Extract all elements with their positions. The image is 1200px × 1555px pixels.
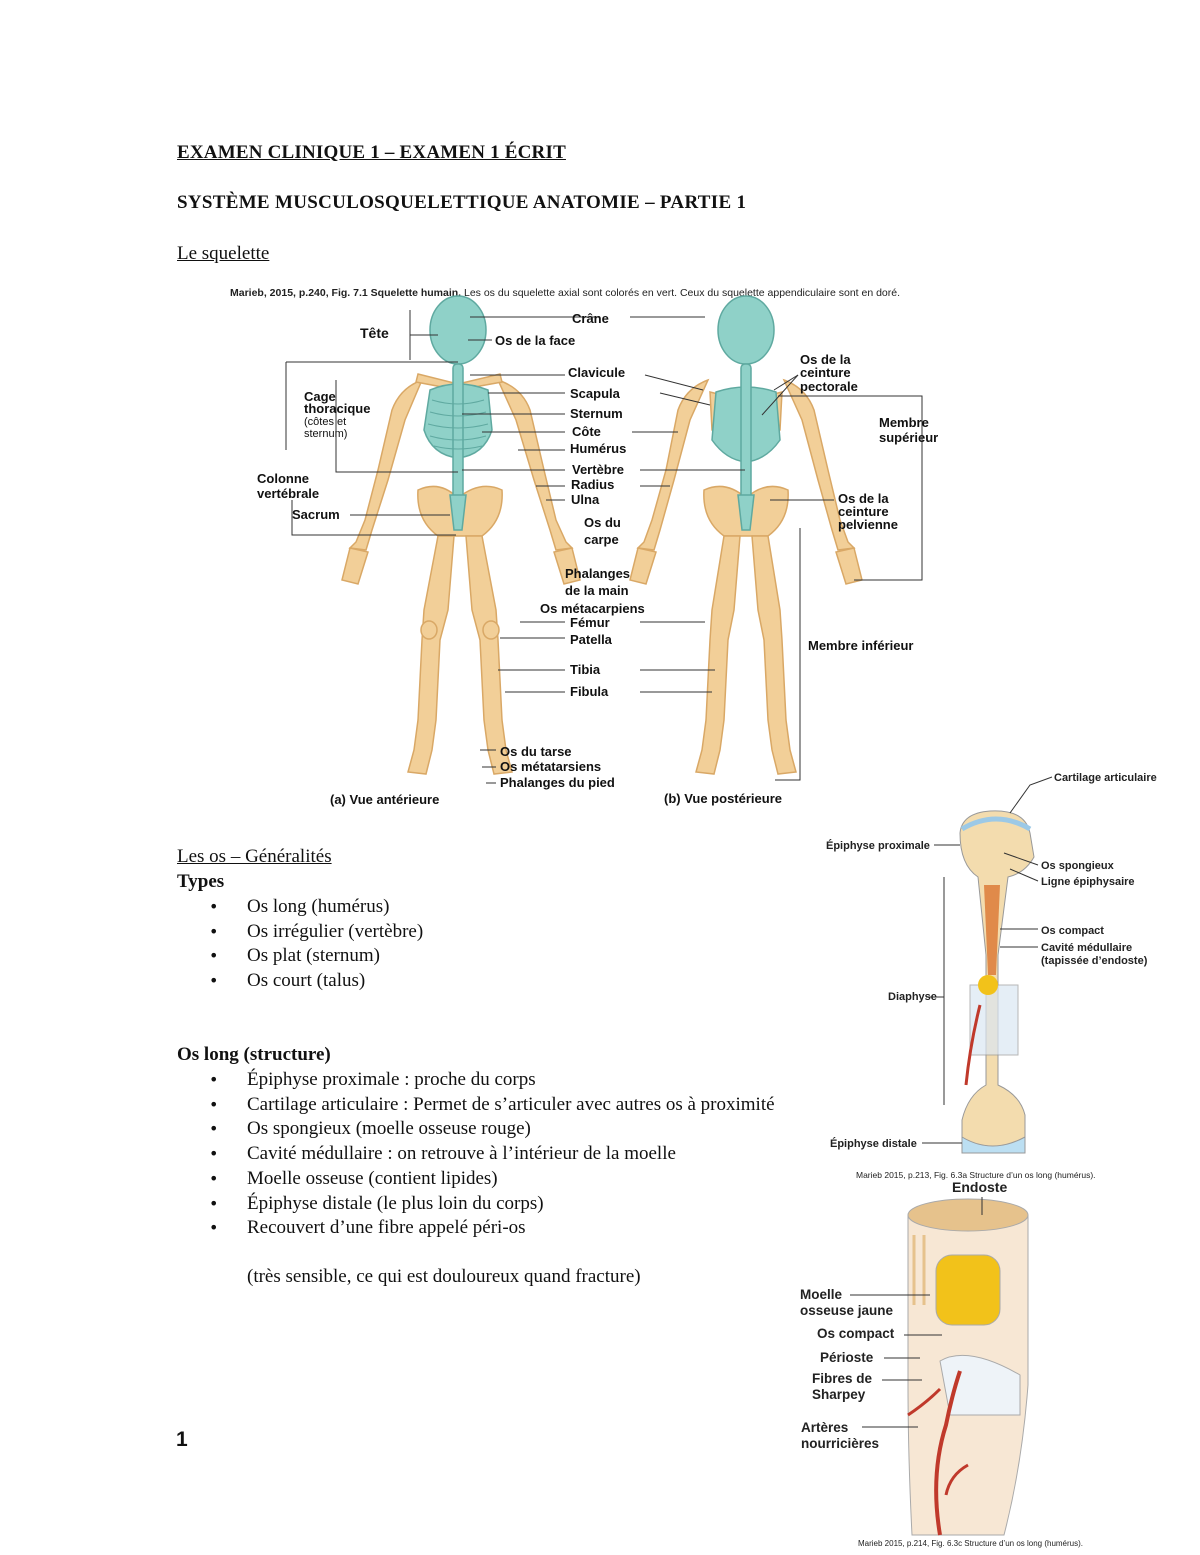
label-phalanges-main-1: Phalanges [565,566,630,581]
structure-note: (très sensible, ce qui est douloureux qu… [247,1266,641,1287]
anterior-skeleton [341,295,581,775]
label-diaphyse: Diaphyse [888,991,937,1003]
label-arteres-1: Artères [801,1420,848,1435]
list-item: Cavité médullaire : on retrouve à l’inté… [177,1142,808,1167]
label-ceinture-pelv-2: ceinture [838,504,889,519]
label-epiphyse-dist: Épiphyse distale [830,1137,917,1150]
label-fibula: Fibula [570,684,609,699]
view-b-label: (b) Vue postérieure [664,791,782,806]
long-bone-figure: Cartilage articulaire Épiphyse proximale… [826,772,1157,1180]
label-vertebre: Vertèbre [572,462,624,477]
label-phalanges-pied: Phalanges du pied [500,775,615,790]
document-title: EXAMEN CLINIQUE 1 – EXAMEN 1 ÉCRIT [177,142,566,163]
document-subtitle: SYSTÈME MUSCULOSQUELETTIQUE ANATOMIE – P… [177,192,747,213]
posterior-skeleton [629,295,863,775]
label-cage-3: (côtes et [304,416,346,428]
list-item: Os spongieux (moelle osseuse rouge) [177,1117,808,1142]
list-item: Os plat (sternum) [177,944,423,969]
label-ceinture-pect-3: pectorale [800,379,858,394]
label-ulna: Ulna [571,492,600,507]
label-metatarsiens: Os métatarsiens [500,759,601,774]
label-moelle-2: osseuse jaune [800,1303,894,1318]
label-endoste: Endoste [952,1179,1007,1195]
label-crane: Crâne [572,311,609,326]
types-heading: Types [177,871,225,892]
label-carpe-2: carpe [584,532,619,547]
label-ceinture-pelv-3: pelvienne [838,517,898,532]
label-membre-sup-2: supérieur [879,430,938,445]
label-sacrum: Sacrum [292,507,340,522]
label-sternum: Sternum [570,406,623,421]
label-fibres-2: Sharpey [812,1387,866,1402]
label-humerus: Humérus [570,441,626,456]
list-item: Moelle osseuse (contient lipides) [177,1167,808,1192]
label-ceinture-pect-1: Os de la [800,352,851,367]
label-ligne-epi: Ligne épiphysaire [1041,876,1135,888]
label-tibia: Tibia [570,662,601,677]
label-ceinture-pect-2: ceinture [800,365,851,380]
label-metacarpiens: Os métacarpiens [540,601,645,616]
list-item: Cartilage articulaire : Permet de s’arti… [177,1093,808,1118]
label-cavite-1: Cavité médullaire [1041,942,1132,954]
label-scapula: Scapula [570,386,621,401]
label-carpe-1: Os du [584,515,621,530]
label-membre-sup-1: Membre [879,415,929,430]
label-os-spongieux: Os spongieux [1041,860,1115,872]
label-cage-4: sternum) [304,428,347,440]
svg-text:Marieb, 2015, p.240, Fig. 7.1: Marieb, 2015, p.240, Fig. 7.1 Squelette … [230,287,900,299]
label-colonne-1: Colonne [257,471,309,486]
label-section-os-compact: Os compact [817,1326,895,1341]
skeleton-figure: Marieb, 2015, p.240, Fig. 7.1 Squelette … [230,287,938,807]
label-clavicule: Clavicule [568,365,625,380]
section-caption: Marieb 2015, p.214, Fig. 6.3c Structure … [858,1539,1083,1548]
label-perioste: Périoste [820,1350,874,1365]
list-item: Os irrégulier (vertèbre) [177,920,423,945]
list-item: Épiphyse proximale : proche du corps [177,1068,808,1093]
label-phalanges-main-2: de la main [565,583,629,598]
label-membre-inf: Membre inférieur [808,638,913,653]
list-item: Recouvert d’une fibre appelé péri-os [177,1216,808,1241]
label-ceinture-pelv-1: Os de la [838,491,889,506]
list-item: Os court (talus) [177,969,423,994]
label-tarse: Os du tarse [500,744,572,759]
label-os-compact: Os compact [1041,925,1104,937]
skeleton-caption-bold: Marieb, 2015, p.240, Fig. 7.1 Squelette … [230,287,461,299]
label-epiphyse-prox: Épiphyse proximale [826,839,930,852]
list-item: Épiphyse distale (le plus loin du corps) [177,1192,808,1217]
skeleton-caption-rest: Les os du squelette axial sont colorés e… [461,287,900,299]
label-moelle-1: Moelle [800,1287,843,1302]
label-fibres-1: Fibres de [812,1371,873,1386]
page-number: 1 [176,1428,188,1451]
view-a-label: (a) Vue antérieure [330,792,439,807]
bone-section-figure: Endoste Moelle osseuse jaune Os compact … [800,1179,1083,1548]
types-list: Os long (humérus) Os irrégulier (vertèbr… [177,895,423,994]
label-os-face: Os de la face [495,333,575,348]
label-patella: Patella [570,632,613,647]
label-tete: Tête [360,325,389,341]
bones-heading: Les os – Généralités [177,846,332,867]
label-cartilage: Cartilage articulaire [1054,772,1157,784]
long-bone-caption: Marieb 2015, p.213, Fig. 6.3a Structure … [856,1170,1096,1180]
label-colonne-2: vertébrale [257,486,319,501]
structure-heading: Os long (structure) [177,1044,331,1065]
label-cavite-2: (tapissée d’endoste) [1041,955,1148,967]
label-arteres-2: nourricières [801,1436,879,1451]
structure-list: Épiphyse proximale : proche du corps Car… [177,1068,808,1241]
skeleton-heading: Le squelette [177,243,270,264]
label-cote: Côte [572,424,601,439]
label-cage-1: Cage [304,389,336,404]
label-femur: Fémur [570,615,610,630]
list-item: Os long (humérus) [177,895,423,920]
label-radius: Radius [571,477,614,492]
label-cage-2: thoracique [304,401,370,416]
